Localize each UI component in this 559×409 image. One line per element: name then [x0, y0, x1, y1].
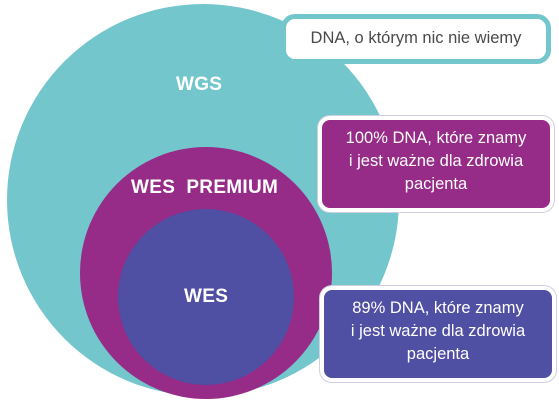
wgs-label: WGS: [176, 74, 223, 95]
wes-circle: [118, 209, 294, 385]
wes-callout: 89% DNA, które znamy i jest ważne dla zd…: [320, 286, 556, 382]
wes-premium-label: WES PREMIUM: [131, 177, 279, 198]
unknown-dna-callout: DNA, o którym nic nie wiemy: [281, 14, 551, 64]
wes-label: WES: [184, 286, 229, 307]
wes-premium-callout: 100% DNA, które znamy i jest ważne dla z…: [318, 116, 554, 212]
